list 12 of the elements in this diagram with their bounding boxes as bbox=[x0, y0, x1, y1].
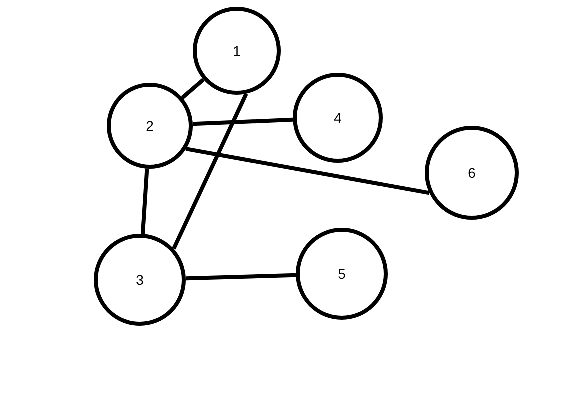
connector-line bbox=[192, 118, 294, 126]
connector-line bbox=[181, 78, 205, 100]
node-label: 2 bbox=[146, 119, 154, 133]
node-label: 1 bbox=[233, 44, 241, 58]
connector-line bbox=[140, 168, 150, 234]
connector-line bbox=[186, 147, 430, 196]
connector-line bbox=[172, 93, 248, 250]
connector-line bbox=[186, 273, 296, 281]
node-label: 3 bbox=[136, 273, 144, 287]
node-label: 6 bbox=[468, 166, 476, 180]
node-label: 5 bbox=[338, 267, 346, 281]
node-label: 4 bbox=[334, 111, 342, 125]
